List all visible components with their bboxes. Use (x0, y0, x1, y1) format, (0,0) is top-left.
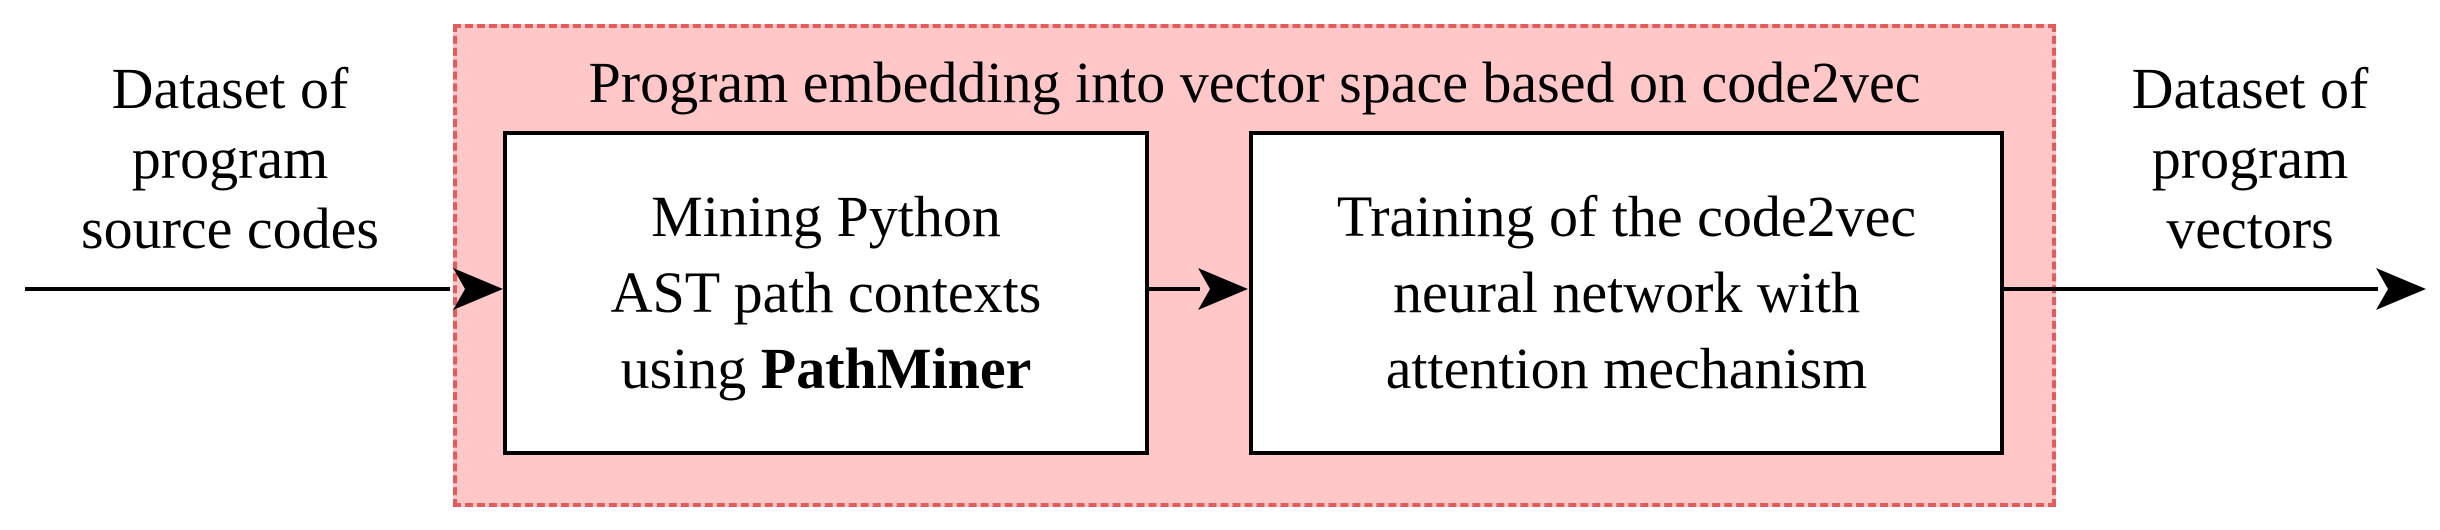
input-label-line-1: Dataset of (111, 56, 349, 121)
mining-step-line-3: using PathMiner (611, 331, 1042, 407)
output-label-line-2: program (2151, 126, 2349, 191)
input-label-line-3: source codes (81, 196, 379, 261)
pathminer-label: PathMiner (760, 336, 1032, 401)
training-step-box: Training of the code2vec neural network … (1249, 131, 2004, 455)
output-label-line-1: Dataset of (2131, 56, 2369, 121)
container-title: Program embedding into vector space base… (588, 50, 1921, 115)
input-dataset-label: Dataset of program source codes (20, 54, 440, 264)
input-label-line-2: program (131, 126, 329, 191)
output-arrow-head (2376, 268, 2426, 310)
input-arrow (25, 268, 503, 310)
training-step-line-1: Training of the code2vec (1336, 184, 1917, 249)
connector-arrow-head (1198, 268, 1248, 310)
mining-step-line-3-prefix: using (620, 336, 761, 401)
output-label-line-3: vectors (2166, 196, 2334, 261)
training-step-line-3: attention mechanism (1385, 336, 1868, 401)
output-dataset-label: Dataset of program vectors (2060, 54, 2440, 264)
input-arrow-head (453, 268, 503, 310)
mining-step-text: Mining Python AST path contexts using Pa… (611, 179, 1042, 407)
mining-step-box: Mining Python AST path contexts using Pa… (503, 131, 1149, 455)
connector-arrow (1149, 268, 1248, 310)
mining-step-line-2: AST path contexts (610, 260, 1042, 325)
training-step-text: Training of the code2vec neural network … (1337, 179, 1916, 407)
mining-step-line-1: Mining Python (651, 184, 1001, 249)
training-step-line-2: neural network with (1392, 260, 1861, 325)
output-arrow (2004, 268, 2426, 310)
